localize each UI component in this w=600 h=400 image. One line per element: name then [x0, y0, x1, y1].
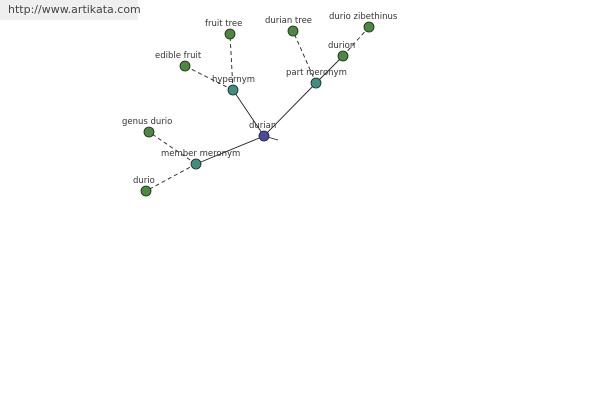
node-label: durian tree: [265, 16, 312, 26]
edge-durian-part-meronym: [263, 82, 317, 137]
edge-durian-hypernym: [232, 89, 265, 137]
node-label: durian: [249, 121, 276, 131]
node-durion[interactable]: durion: [328, 41, 355, 62]
edge-member-meronym-genus-durio: [148, 131, 197, 165]
node-label: part meronym: [286, 68, 347, 78]
node-edible-fruit[interactable]: edible fruit: [155, 51, 202, 72]
node-durian-tree[interactable]: durian tree: [265, 16, 312, 37]
edge-hypernym-fruit-tree: [229, 33, 234, 91]
edge-hypernym-edible-fruit: [184, 65, 234, 91]
node-marker: [310, 77, 322, 89]
node-marker: [179, 60, 191, 72]
node-member-meronym[interactable]: member meronym: [161, 149, 240, 170]
edge-part-meronym-durian-tree: [292, 30, 317, 84]
node-marker: [227, 84, 239, 96]
node-part-meronym[interactable]: part meronym: [286, 68, 347, 89]
node-label: fruit tree: [205, 19, 242, 29]
node-label: durion: [328, 41, 355, 51]
node-label: edible fruit: [155, 51, 202, 61]
node-label: durio zibethinus: [329, 12, 398, 22]
node-label: member meronym: [161, 149, 240, 159]
node-marker: [258, 130, 270, 142]
node-marker: [143, 126, 155, 138]
node-hypernym[interactable]: hypernym: [212, 75, 255, 96]
node-durio-zibethinus[interactable]: durio zibethinus: [329, 12, 398, 33]
edge-part-meronym-durion: [315, 55, 344, 84]
node-fruit-tree[interactable]: fruit tree: [205, 19, 242, 40]
edge-member-meronym-durio: [145, 163, 197, 192]
node-durio[interactable]: durio: [133, 176, 155, 197]
node-marker: [190, 158, 202, 170]
node-label: genus durio: [122, 117, 172, 127]
node-label: hypernym: [212, 75, 255, 85]
node-marker: [363, 21, 375, 33]
source-link[interactable]: http://www.artikata.com: [0, 0, 141, 20]
node-durian[interactable]: durian: [249, 121, 276, 142]
node-label: durio: [133, 176, 155, 186]
node-genus-durio[interactable]: genus durio: [122, 117, 172, 138]
node-marker: [337, 50, 349, 62]
edge-durian-member-meronym: [195, 135, 265, 165]
node-marker: [140, 185, 152, 197]
node-marker: [287, 25, 299, 37]
node-marker: [224, 28, 236, 40]
